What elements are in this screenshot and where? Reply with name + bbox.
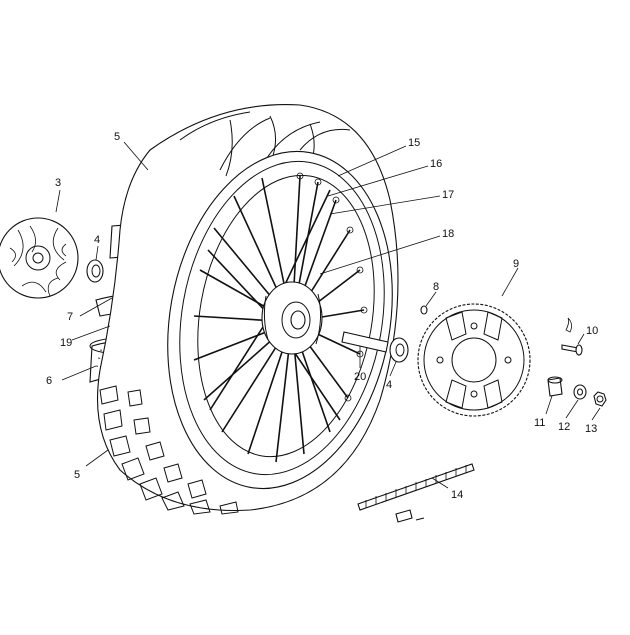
rear-sprocket: [417, 303, 531, 417]
rear-wheel-assembly: [96, 104, 399, 515]
callout-14: 14: [451, 489, 463, 501]
callout-5: 5: [114, 131, 120, 143]
callout-12: 12: [558, 421, 570, 433]
callout-3: 3: [55, 177, 61, 189]
wheel-axle: [341, 331, 389, 353]
sprocket-spacer: [547, 376, 563, 397]
sprocket-bolt-washer: [420, 305, 428, 315]
callout-8: 8: [433, 281, 439, 293]
callout-4-right: 4: [386, 379, 392, 391]
callout-labels: 5 15 16 17 18 3 4 9 8 10 7 19 6 20 4 11 …: [46, 131, 598, 501]
callout-20: 20: [354, 371, 366, 383]
sprocket-nut: [593, 391, 607, 407]
callout-10: 10: [586, 325, 598, 337]
drive-chain: [357, 463, 475, 523]
callout-16: 16: [430, 158, 442, 170]
sprocket-bolt: [561, 317, 583, 356]
callout-7: 7: [67, 311, 73, 323]
callout-11: 11: [534, 417, 545, 429]
callout-6: 6: [46, 375, 52, 387]
sprocket-washer: [573, 384, 587, 400]
callout-17: 17: [442, 189, 454, 201]
brake-disc: [0, 217, 79, 299]
callout-15: 15: [408, 137, 420, 149]
callout-4: 4: [94, 234, 100, 246]
callout-5-lower: 5: [74, 469, 80, 481]
wheel-spacer-left: [86, 259, 104, 283]
leader-lines: [55, 141, 601, 489]
callout-19: 19: [60, 337, 72, 349]
callout-9: 9: [513, 258, 519, 270]
callout-13: 13: [585, 423, 597, 435]
wheel-spacer-right: [389, 337, 409, 363]
callout-18: 18: [442, 228, 454, 240]
